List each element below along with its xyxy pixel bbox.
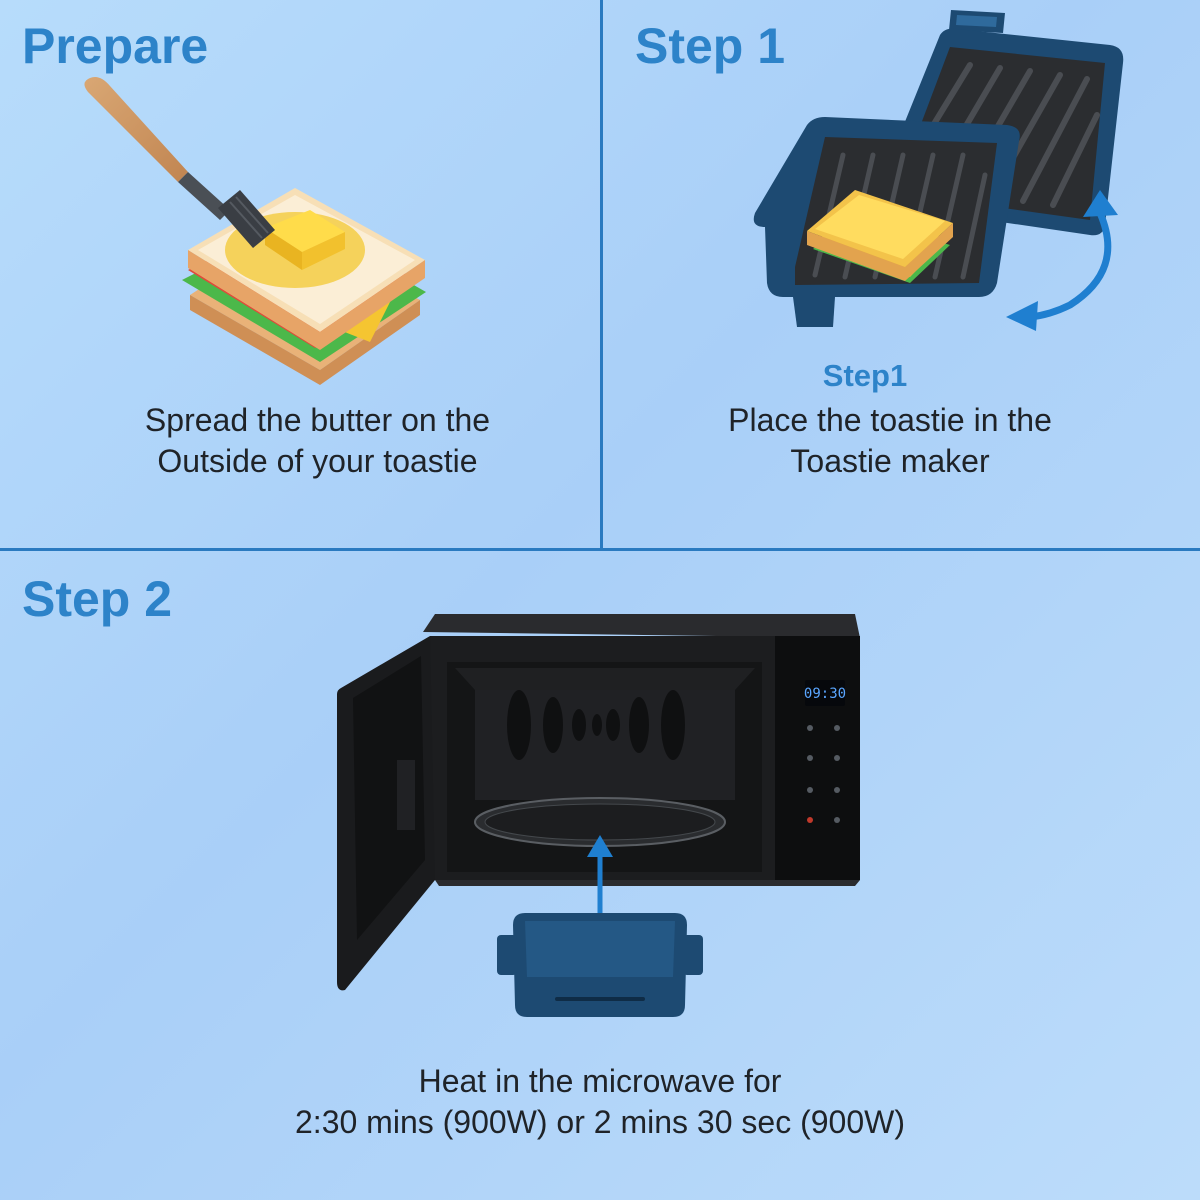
step2-caption-line2: 2:30 mins (900W) or 2 mins 30 sec (900W) <box>295 1104 905 1140</box>
step1-caption-line1: Place the toastie in the <box>728 402 1052 438</box>
microwave-icon: 09:30 <box>337 614 860 991</box>
step1-sublabel: Step1 <box>822 358 908 393</box>
step1-caption: Place the toastie in the Toastie maker <box>630 400 1150 482</box>
up-arrow-icon <box>587 835 613 915</box>
vertical-divider <box>600 0 603 550</box>
toastie-maker-open-icon <box>753 10 1124 327</box>
step2-caption: Heat in the microwave for 2:30 mins (900… <box>150 1061 1050 1143</box>
sandwich-with-brush-icon <box>84 77 426 385</box>
step1-caption-line2: Toastie maker <box>790 443 990 479</box>
prepare-caption: Spread the butter on the Outside of your… <box>60 400 575 482</box>
microwave-display: 09:30 <box>804 686 846 702</box>
step1-heading: Step 1 <box>635 18 786 74</box>
horizontal-divider <box>0 548 1200 551</box>
prepare-caption-line2: Outside of your toastie <box>157 443 478 479</box>
step2-caption-line1: Heat in the microwave for <box>418 1063 782 1099</box>
step2-heading: Step 2 <box>22 571 173 627</box>
prepare-caption-line1: Spread the butter on the <box>144 402 491 438</box>
toastie-maker-closed-icon <box>497 913 703 1017</box>
prepare-heading: Prepare <box>22 18 209 74</box>
rotate-arrow-icon <box>1006 190 1118 331</box>
